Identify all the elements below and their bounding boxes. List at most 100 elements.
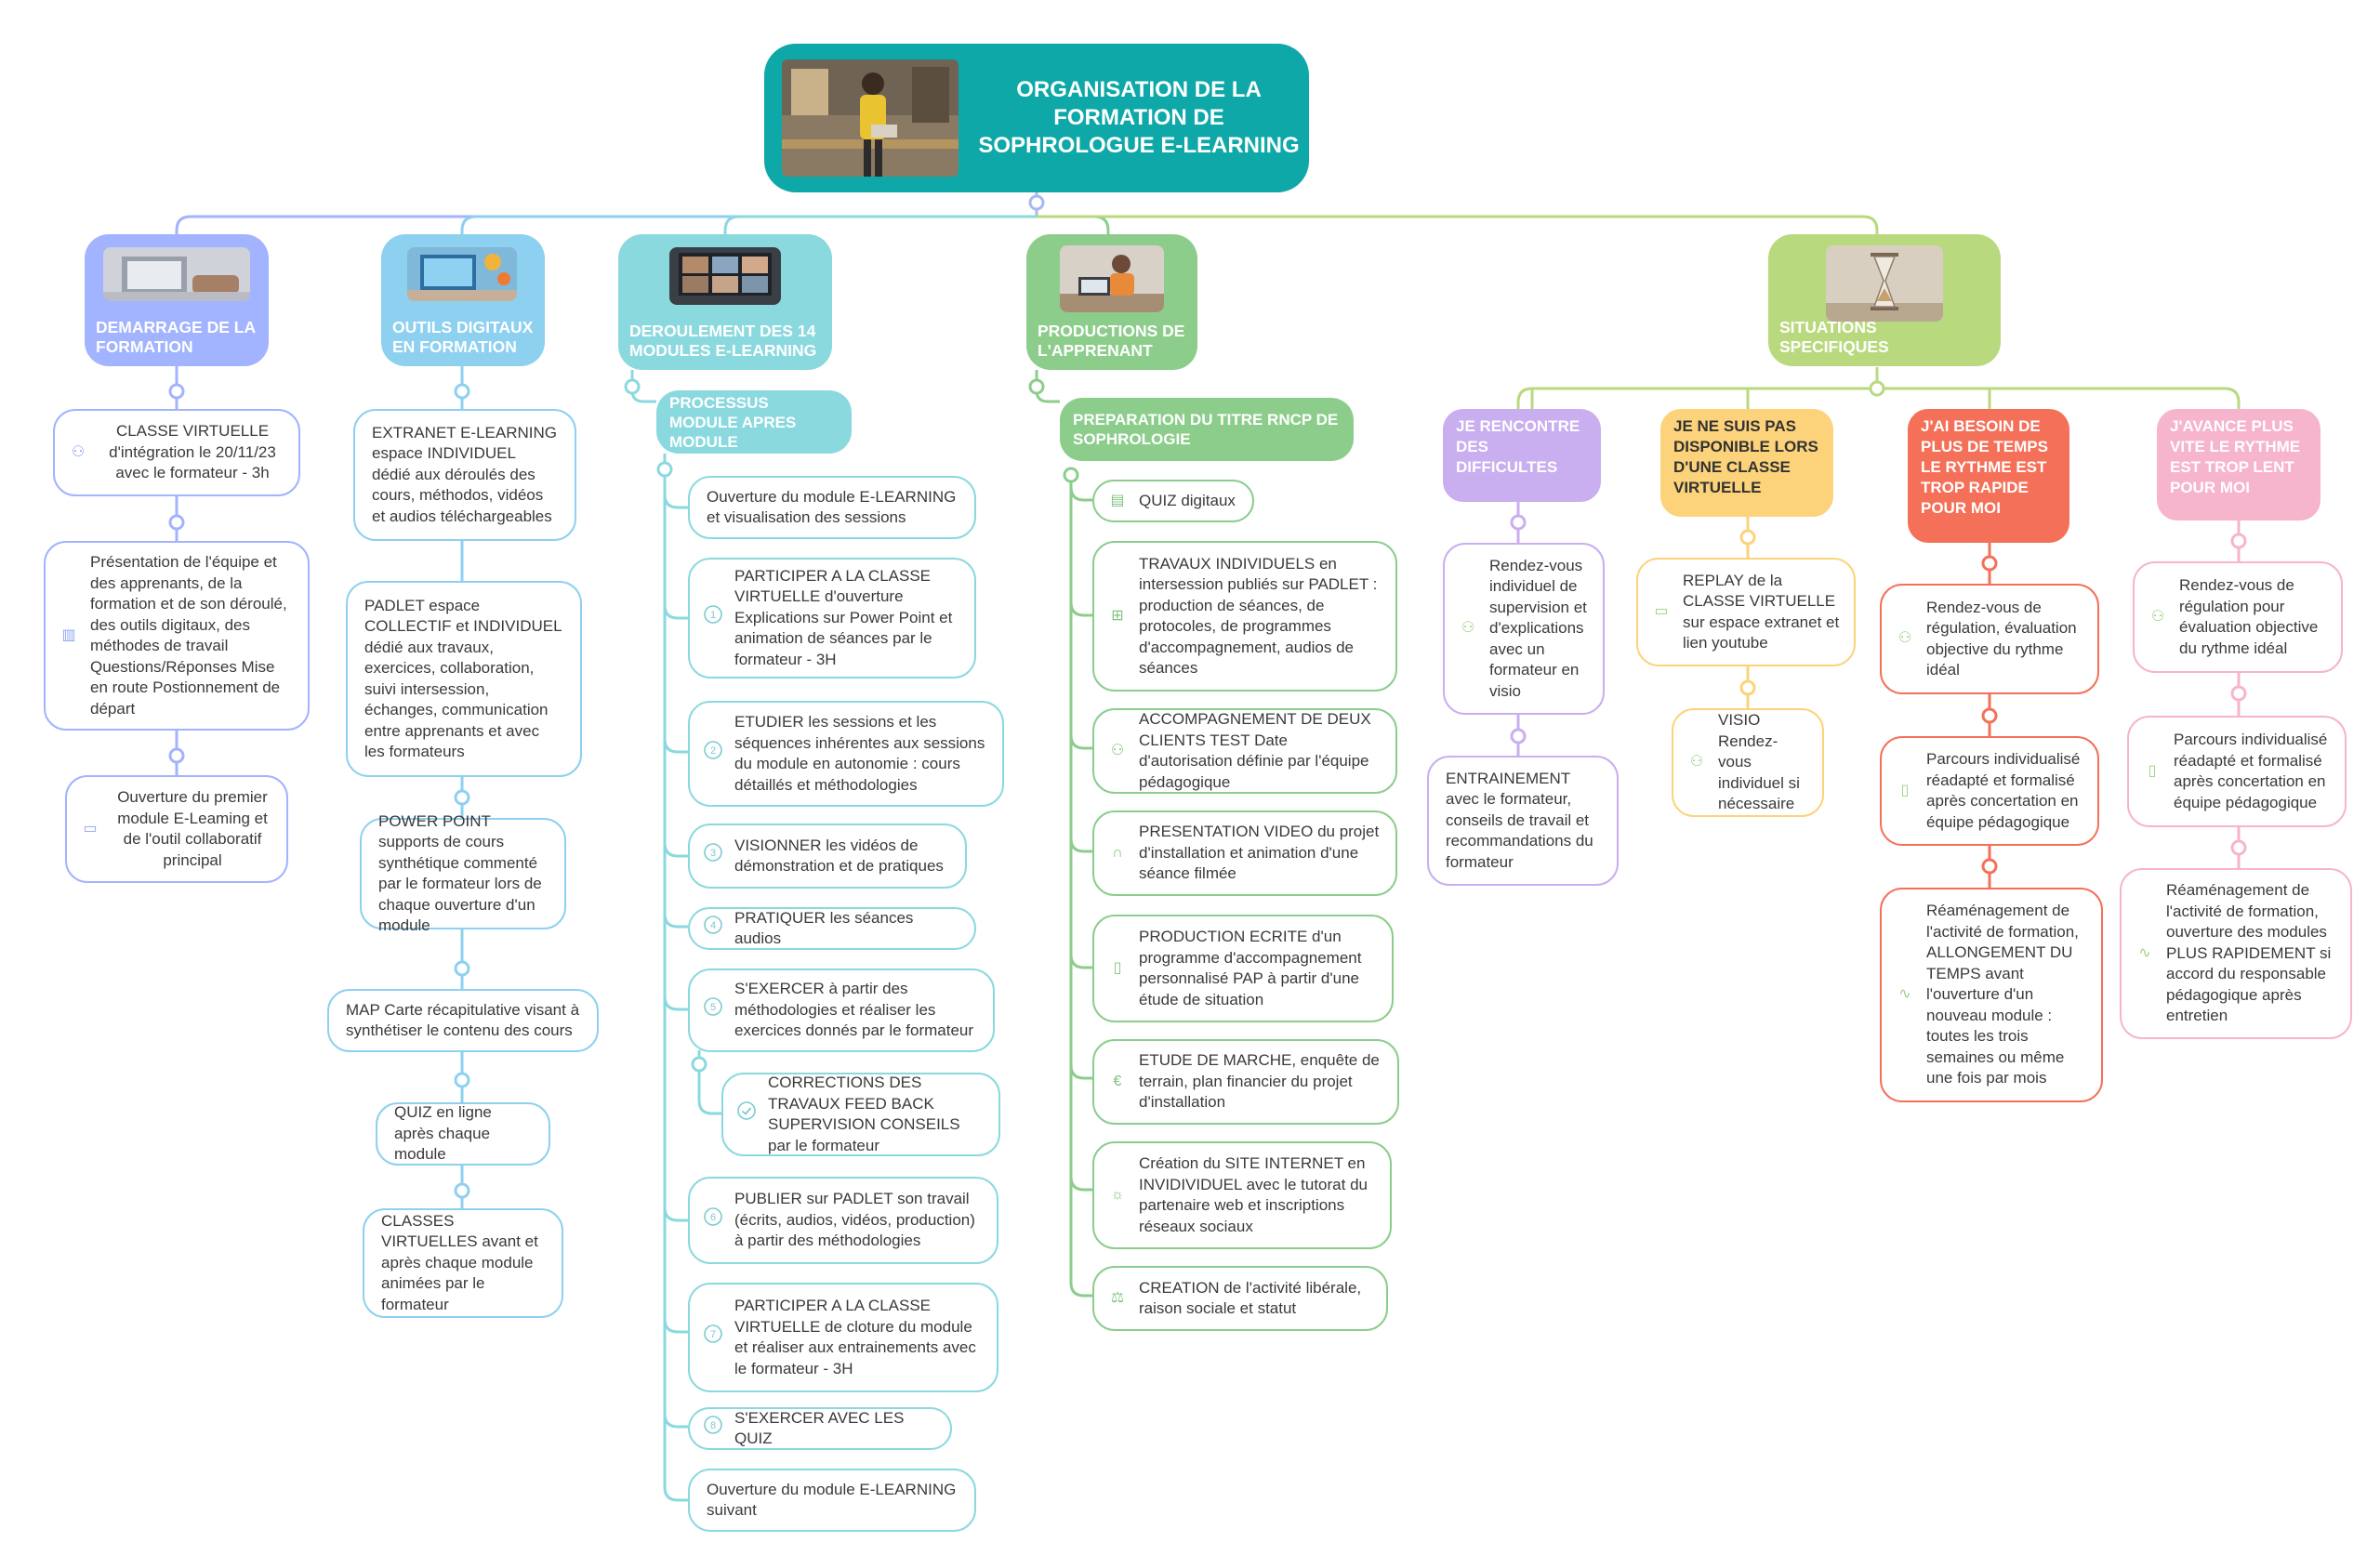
woman-at-desk-photo (782, 59, 959, 177)
deroulement-step[interactable]: 3 VISIONNER les vidéos de démonstration … (688, 824, 967, 889)
outils-item[interactable]: MAP Carte récapitulative visant à synthé… (327, 989, 599, 1052)
video-conference-photo (669, 247, 781, 305)
deroulement-step[interactable]: 6 PUBLIER sur PADLET son travail (écrits… (688, 1177, 998, 1264)
situation-item[interactable]: ⚇ VISIO Rendez-vous individuel si nécess… (1672, 708, 1824, 817)
hourglass-photo (1826, 245, 1943, 322)
outils-item[interactable]: POWER POINT supports de cours synthétiqu… (360, 812, 566, 934)
situation-indisponible[interactable]: JE NE SUIS PAS DISPONIBLE LORS D'UNE CLA… (1660, 409, 1833, 517)
number-6-icon: 6 (701, 1206, 725, 1234)
svg-text:4: 4 (710, 920, 716, 931)
deroulement-step[interactable]: 2 ETUDIER les sessions et les séquences … (688, 701, 1004, 807)
branch-title: DEMARRAGE DE LA FORMATION (96, 318, 256, 356)
activity-icon: ∿ (2138, 944, 2151, 961)
branch-title: OUTILS DIGITAUX EN FORMATION (392, 318, 534, 356)
number-3-icon: 3 (701, 842, 725, 870)
productions-subtopic[interactable]: PREPARATION DU TITRE RNCP DE SOPHROLOGIE (1060, 398, 1354, 461)
people-icon: ⚇ (1689, 754, 1704, 771)
productions-item[interactable]: ⊞ TRAVAUX INDIVIDUELS en intersession pu… (1092, 541, 1397, 692)
elearning-laptop-photo (407, 247, 517, 301)
monitor-icon: ▭ (1654, 603, 1669, 620)
child-at-laptop-photo (1060, 245, 1164, 312)
number-1-icon: 1 (701, 604, 725, 632)
situation-item[interactable]: ▯ Parcours individualisé réadapté et for… (2127, 716, 2347, 827)
svg-text:2: 2 (710, 745, 716, 757)
branch-demarrage[interactable]: DEMARRAGE DE LA FORMATION (85, 234, 269, 366)
people-icon: ⚇ (1461, 620, 1475, 637)
number-2-icon: 2 (701, 740, 725, 768)
branch-situations[interactable]: SITUATIONS SPECIFIQUES (1768, 234, 2001, 366)
productions-item[interactable]: ∩ PRESENTATION VIDEO du projet d'install… (1092, 810, 1397, 896)
svg-text:6: 6 (710, 1212, 716, 1223)
deroulement-step[interactable]: 4 PRATIQUER les séances audios (688, 907, 976, 950)
deroulement-step[interactable]: 5 S'EXERCER à partir des méthodologies e… (688, 968, 995, 1052)
branch-title: PRODUCTIONS DE L'APPRENANT (1038, 322, 1185, 360)
outils-item[interactable]: PADLET espace COLLECTIF et INDIVIDUEL dé… (346, 581, 582, 777)
people-icon: ⚇ (1897, 630, 1912, 647)
productions-item[interactable]: ⚇ ACCOMPAGNEMENT DE DEUX CLIENTS TEST Da… (1092, 708, 1397, 794)
root-topic[interactable]: ORGANISATION DE LA FORMATION DE SOPHROLO… (764, 44, 1309, 192)
layout-icon: ⊞ (1111, 607, 1124, 624)
situation-item[interactable]: ▯ Parcours individualisé réadapté et for… (1880, 736, 2099, 846)
scale-icon: ⚖ (1110, 1289, 1125, 1306)
book-icon: ▯ (1900, 782, 1910, 798)
situation-item[interactable]: ⚇ Rendez-vous individuel de supervision … (1443, 543, 1605, 715)
euro-icon: € (1113, 1073, 1122, 1089)
branch-productions[interactable]: PRODUCTIONS DE L'APPRENANT (1026, 234, 1197, 370)
books-icon: ▥ (61, 626, 76, 643)
deroulement-step[interactable]: Ouverture du module E-LEARNING et visual… (688, 476, 976, 539)
situation-item[interactable]: ENTRAINEMENT avec le formateur, conseils… (1427, 756, 1619, 886)
monitor-icon: ▭ (83, 820, 98, 837)
branch-deroulement[interactable]: DEROULEMENT DES 14 MODULES E-LEARNING (618, 234, 832, 370)
deroulement-step[interactable]: 8 S'EXERCER AVEC LES QUIZ (688, 1407, 952, 1450)
number-5-icon: 5 (701, 996, 725, 1024)
number-4-icon: 4 (701, 915, 725, 942)
svg-text:8: 8 (710, 1420, 716, 1431)
svg-text:3: 3 (710, 848, 716, 859)
svg-text:1: 1 (710, 610, 716, 621)
book-icon: ▯ (1113, 959, 1122, 976)
productions-item[interactable]: ▤ QUIZ digitaux (1092, 480, 1254, 522)
branch-title: SITUATIONS SPECIFIQUES (1779, 318, 1889, 356)
demarrage-item[interactable]: ⚇ CLASSE VIRTUELLE d'intégration le 20/1… (53, 409, 300, 496)
productions-item[interactable]: ▯ PRODUCTION ECRITE d'un programme d'acc… (1092, 915, 1394, 1022)
people-icon: ⚇ (1110, 742, 1125, 758)
outils-item[interactable]: QUIZ en ligne après chaque module (376, 1102, 550, 1166)
deroulement-step[interactable]: Ouverture du module E-LEARNING suivant (688, 1469, 976, 1532)
check-circle-icon (734, 1100, 759, 1128)
demarrage-item[interactable]: ▥ Présentation de l'équipe et des appren… (44, 541, 310, 731)
outils-item[interactable]: EXTRANET E-LEARNING espace INDIVIDUEL dé… (353, 409, 576, 541)
situation-item[interactable]: ∿ Réaménagement de l'activité de formati… (2120, 868, 2352, 1039)
people-icon: ⚇ (2150, 608, 2165, 625)
book-icon: ▯ (2148, 762, 2157, 779)
deroulement-feedback[interactable]: CORRECTIONS DES TRAVAUX FEED BACK SUPERV… (721, 1073, 1000, 1156)
situation-plus-vite[interactable]: J'AVANCE PLUS VITE LE RYTHME EST TROP LE… (2157, 409, 2320, 520)
productions-item[interactable]: € ETUDE DE MARCHE, enquête de terrain, p… (1092, 1039, 1399, 1125)
demarrage-item[interactable]: ▭ Ouverture du premier module E-Leaming … (65, 775, 288, 883)
headphones-icon: ∩ (1112, 844, 1123, 861)
people-icon: ⚇ (71, 443, 86, 460)
svg-text:5: 5 (710, 1002, 716, 1013)
situation-item[interactable]: ⚇ Rendez-vous de régulation pour évaluat… (2133, 561, 2343, 673)
productions-item[interactable]: ☼ Création du SITE INTERNET en INVIDIVID… (1092, 1141, 1392, 1249)
situation-item[interactable]: ⚇ Rendez-vous de régulation, évaluation … (1880, 584, 2099, 694)
deroulement-subtopic[interactable]: PROCESSUS MODULE APRES MODULE (656, 390, 852, 454)
situation-item[interactable]: ▭ REPLAY de la CLASSE VIRTUELLE sur espa… (1636, 558, 1856, 666)
outils-item[interactable]: CLASSES VIRTUELLES avant et après chaque… (363, 1208, 563, 1318)
branch-title: DEROULEMENT DES 14 MODULES E-LEARNING (629, 322, 817, 360)
laptop-hands-photo (103, 247, 250, 301)
situation-plus-de-temps[interactable]: J'AI BESOIN DE PLUS DE TEMPS LE RYTHME E… (1908, 409, 2069, 543)
deroulement-step[interactable]: 1 PARTICIPER A LA CLASSE VIRTUELLE d'ouv… (688, 558, 976, 679)
svg-text:7: 7 (710, 1329, 716, 1340)
branch-outils[interactable]: OUTILS DIGITAUX EN FORMATION (381, 234, 545, 366)
situation-difficultes[interactable]: JE RENCONTRE DES DIFFICULTES (1443, 409, 1601, 502)
deroulement-step[interactable]: 7 PARTICIPER A LA CLASSE VIRTUELLE de cl… (688, 1283, 998, 1392)
lightbulb-icon: ☼ (1110, 1186, 1125, 1203)
number-8-icon: 8 (701, 1415, 725, 1443)
document-icon: ▤ (1110, 492, 1125, 508)
situation-item[interactable]: ∿ Réaménagement de l'activité de formati… (1880, 888, 2103, 1102)
activity-icon: ∿ (1898, 986, 1911, 1003)
productions-item[interactable]: ⚖ CREATION de l'activité libérale, raiso… (1092, 1266, 1388, 1331)
number-7-icon: 7 (701, 1324, 725, 1351)
root-title: ORGANISATION DE LA FORMATION DE SOPHROLO… (978, 77, 1300, 158)
